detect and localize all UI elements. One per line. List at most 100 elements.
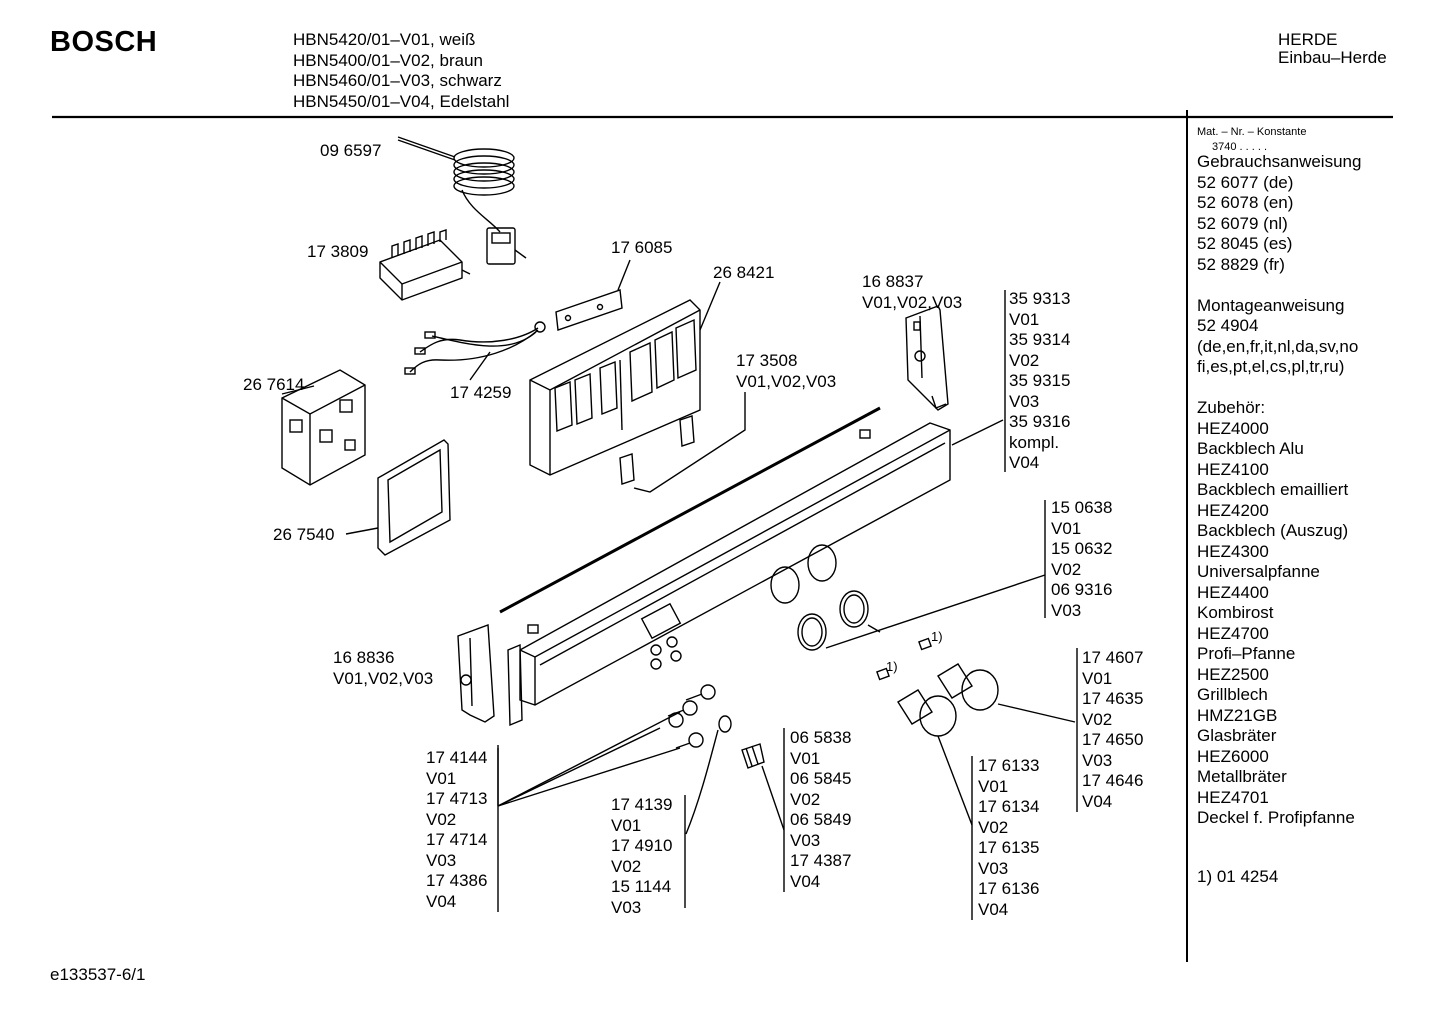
variant: V03 bbox=[426, 850, 457, 870]
part-label: 17 6085 bbox=[611, 238, 673, 257]
variant: V02 bbox=[790, 789, 821, 809]
sidebar-line: (de,en,fr,it,nl,da,sv,no bbox=[1197, 336, 1359, 356]
variant: V03 bbox=[1051, 600, 1082, 620]
part-number: 06 9316 bbox=[1051, 580, 1113, 599]
sidebar-line: HEZ6000 bbox=[1197, 746, 1269, 766]
sidebar-line: Gebrauchsanweisung bbox=[1197, 152, 1362, 171]
sidebar-line: 52 8045 (es) bbox=[1197, 234, 1293, 253]
variant: V02 bbox=[978, 817, 1009, 837]
sidebar-line: Montageanweisung bbox=[1197, 295, 1345, 315]
sidebar-line: HEZ4200 bbox=[1197, 500, 1269, 520]
switch-housing-part bbox=[529, 281, 721, 476]
variant: V01 bbox=[1051, 518, 1082, 538]
part-label: 26 7540 bbox=[273, 525, 335, 544]
sidebar-line: 52 6079 (nl) bbox=[1197, 213, 1288, 233]
part-label-group: 15 0638 V01 15 0632 V02 06 9316 V03 bbox=[1051, 498, 1112, 621]
part-number: 17 4646 bbox=[1082, 771, 1144, 790]
large-knob-lower-part bbox=[897, 689, 973, 826]
variant: V04 bbox=[1009, 453, 1040, 472]
model-list: HBN5420/01–V01, weiß HBN5400/01–V02, bra… bbox=[293, 30, 509, 112]
part-label-group: 17 4139 V01 17 4910 V02 15 1144 V03 bbox=[611, 795, 672, 918]
sidebar-line: 52 6078 (en) bbox=[1197, 193, 1294, 212]
sidebar-line: HEZ4701 bbox=[1197, 787, 1269, 807]
material-constant-label: Mat. – Nr. – Konstante bbox=[1197, 126, 1307, 138]
sidebar-line: 52 8829 (fr) bbox=[1197, 254, 1285, 274]
part-label-group: 17 3508 V01,V02,V03 bbox=[736, 351, 836, 392]
variant: V04 bbox=[978, 899, 1009, 919]
variant: V03 bbox=[1082, 750, 1113, 770]
footnote-marker: 1) bbox=[886, 659, 898, 674]
part-number: 17 6133 bbox=[978, 756, 1040, 775]
sidebar-line: fi,es,pt,el,cs,pl,tr,ru) bbox=[1197, 357, 1345, 376]
part-number: 17 4139 bbox=[611, 795, 673, 814]
part-number: 15 1144 bbox=[611, 877, 672, 896]
small-ring-part bbox=[685, 715, 732, 835]
part-number: 17 3508 bbox=[736, 351, 798, 370]
sidebar-line: Grillblech bbox=[1197, 685, 1268, 704]
part-label: 26 8421 bbox=[713, 263, 775, 282]
sidebar-line: HEZ2500 bbox=[1197, 664, 1269, 684]
large-knob-upper-part bbox=[937, 663, 1076, 723]
sidebar-line: 52 4904 bbox=[1197, 316, 1259, 335]
control-panel-part bbox=[499, 406, 1004, 706]
sidebar-line: Universalpfanne bbox=[1197, 562, 1320, 581]
part-number: 17 6136 bbox=[978, 879, 1040, 898]
variant: V04 bbox=[790, 871, 821, 891]
part-number: 06 5838 bbox=[790, 728, 852, 747]
sidebar-line: Metallbräter bbox=[1197, 767, 1287, 786]
knob-rings-part bbox=[797, 574, 1046, 651]
part-number: 35 9316 bbox=[1009, 412, 1071, 431]
part-label-group: 35 9313 V01 35 9314 V02 35 9315 V03 35 9… bbox=[1009, 289, 1070, 474]
bracket-plate-part bbox=[555, 259, 631, 331]
sidebar-footnote: 1) 01 4254 bbox=[1197, 867, 1279, 886]
part-number: 17 4144 bbox=[426, 748, 488, 767]
sidebar-line: Deckel f. Profipfanne bbox=[1197, 808, 1355, 827]
variant: V01,V02,V03 bbox=[736, 371, 837, 391]
part-label-group: 17 6133 V01 17 6134 V02 17 6135 V03 17 6… bbox=[978, 756, 1039, 920]
model-line: HBN5400/01–V02, braun bbox=[293, 50, 483, 70]
category-block: HERDE Einbau–Herde bbox=[1278, 30, 1387, 68]
variant: V01 bbox=[1009, 309, 1040, 329]
sidebar-line: HEZ4400 bbox=[1197, 582, 1269, 602]
material-constant-value: 3740 . . . . . bbox=[1212, 141, 1268, 153]
part-number: 17 4387 bbox=[790, 851, 852, 870]
thermostat-part bbox=[397, 136, 527, 265]
variant: V02 bbox=[1009, 350, 1040, 370]
variant: V01 bbox=[1082, 668, 1113, 688]
drawing-id: e133537-6/1 bbox=[50, 965, 146, 984]
part-label: 17 4259 bbox=[450, 383, 512, 402]
sidebar-line: 52 6077 (de) bbox=[1197, 172, 1294, 192]
sidebar-line: HEZ4300 bbox=[1197, 541, 1269, 561]
part-number: 35 9314 bbox=[1009, 330, 1071, 349]
brand-logo: BOSCH bbox=[50, 26, 158, 58]
clips-part bbox=[619, 392, 746, 493]
terminal-block-part bbox=[379, 229, 471, 301]
sidebar-line: Kombirost bbox=[1197, 603, 1274, 622]
sidebar-line: HEZ4000 bbox=[1197, 418, 1269, 438]
part-label-group: 17 4144 V01 17 4713 V02 17 4714 V03 17 4… bbox=[426, 748, 487, 912]
variant: V02 bbox=[426, 809, 457, 829]
footnote-marker: 1) bbox=[931, 629, 943, 644]
variant: V02 bbox=[1082, 709, 1113, 729]
variant: kompl. bbox=[1009, 432, 1060, 452]
part-label-group: 16 8837 V01,V02,V03 bbox=[862, 272, 962, 313]
variant: V01 bbox=[978, 776, 1009, 796]
sidebar-line: Backblech (Auszug) bbox=[1197, 521, 1349, 540]
part-number: 15 0638 bbox=[1051, 498, 1113, 517]
part-number: 06 5845 bbox=[790, 769, 852, 788]
right-bracket-part bbox=[905, 305, 949, 411]
left-bracket-part bbox=[457, 624, 523, 727]
frame-part bbox=[345, 439, 451, 556]
part-number: 16 8836 bbox=[333, 648, 395, 667]
sidebar-line: Profi–Pfanne bbox=[1197, 644, 1296, 663]
sidebar-line: Glasbräter bbox=[1197, 726, 1277, 745]
variant: V03 bbox=[1009, 391, 1040, 411]
sidebar-line: Zubehör: bbox=[1197, 398, 1266, 417]
part-number: 06 5849 bbox=[790, 810, 852, 829]
part-label-group: 16 8836 V01,V02,V03 bbox=[333, 648, 433, 689]
variant: V03 bbox=[790, 830, 821, 850]
part-label: 17 3809 bbox=[307, 242, 369, 261]
part-label-group: 06 5838 V01 06 5845 V02 06 5849 V03 17 4… bbox=[790, 728, 851, 892]
category: HERDE bbox=[1278, 30, 1338, 49]
